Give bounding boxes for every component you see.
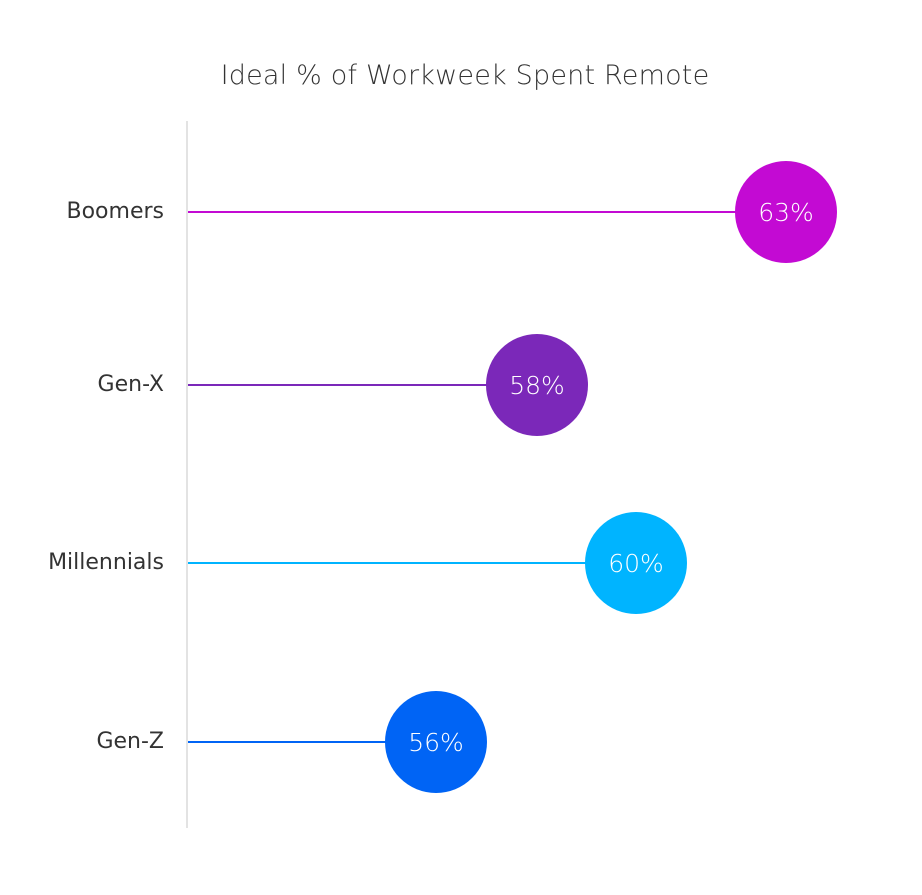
value-label: 56% <box>408 727 464 757</box>
y-axis-line <box>186 121 188 828</box>
value-bubble: 56% <box>385 691 487 793</box>
category-label: Millennials <box>48 550 164 575</box>
lollipop-stem <box>188 211 786 213</box>
lollipop-stem <box>188 384 537 386</box>
category-label: Gen-Z <box>96 729 164 754</box>
lollipop-stem <box>188 562 636 564</box>
chart-title: Ideal % of Workweek Spent Remote <box>220 60 710 91</box>
lollipop-stem <box>188 741 436 743</box>
value-bubble: 63% <box>735 161 837 263</box>
value-label: 60% <box>608 548 664 578</box>
category-label: Gen-X <box>97 372 164 397</box>
category-label: Boomers <box>66 199 165 224</box>
value-bubble: 58% <box>486 334 588 436</box>
value-label: 63% <box>758 197 814 227</box>
value-label: 58% <box>509 370 565 400</box>
value-bubble: 60% <box>585 512 687 614</box>
